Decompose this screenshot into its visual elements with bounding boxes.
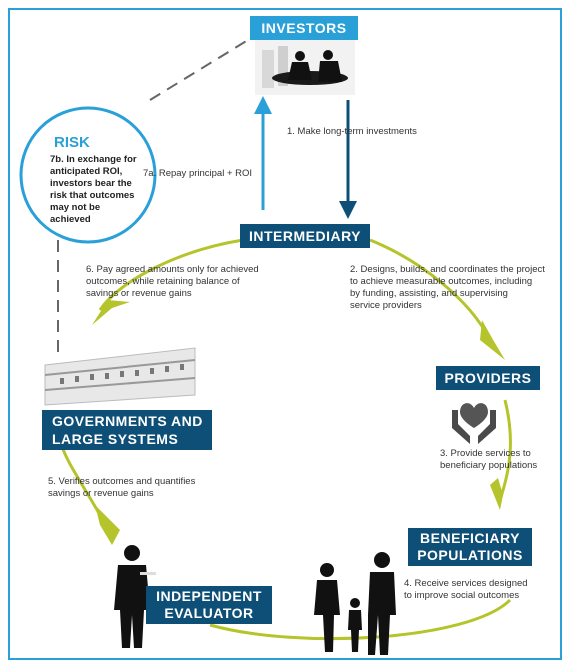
step-2-line: by funding, assisting, and supervising [350,288,508,299]
step-4-line: 4. Receive services designed [404,578,528,589]
step-6-line: outcomes, while retaining balance of [86,276,240,287]
node-governments: GOVERNMENTS AND LARGE SYSTEMS [42,410,212,450]
step-5: 5. Verifies outcomes and quantifies savi… [48,476,228,500]
step-3: 3. Provide services to beneficiary popul… [440,448,550,472]
node-providers: PROVIDERS [436,366,540,390]
node-governments-line1: GOVERNMENTS AND [52,413,203,429]
node-beneficiary-line1: BENEFICIARY [420,530,520,546]
node-investors-label: INVESTORS [261,20,347,36]
step-6-line: 6. Pay agreed amounts only for achieved [86,264,259,275]
step-5-line: savings or revenue gains [48,488,154,499]
step-6: 6. Pay agreed amounts only for achieved … [86,264,276,300]
step-4: 4. Receive services designed to improve … [404,578,544,602]
step-3-line: 3. Provide services to [440,448,531,459]
step-6-line: savings or revenue gains [86,288,192,299]
node-providers-label: PROVIDERS [444,370,532,386]
heart-hands-icon [452,403,496,444]
risk-circle [19,106,157,244]
risk-line: 7b. In exchange for [50,154,137,165]
node-evaluator-line2: EVALUATOR [164,605,254,621]
cycle-arrowheads [92,300,505,545]
risk-line: investors bear the [50,178,132,189]
step-2: 2. Designs, builds, and coordinates the … [350,264,550,312]
building-icon [44,347,196,406]
diagram-frame [8,8,562,660]
step-4-line: to improve social outcomes [404,590,520,601]
risk-line: risk that outcomes [50,190,135,201]
node-governments-line2: LARGE SYSTEMS [52,431,179,447]
node-intermediary-label: INTERMEDIARY [248,228,362,244]
risk-line: may not be achieved [50,202,101,225]
arrow-to-beneficiary [490,478,503,510]
step-2-line: 2. Designs, builds, and coordinates the … [350,264,545,275]
risk-line: anticipated ROI, [50,166,123,177]
step-7a: 7a. Repay principal + ROI [143,168,253,179]
node-beneficiary: BENEFICIARY POPULATIONS [408,528,532,566]
step-2-line: to achieve measurable outcomes, includin… [350,276,533,287]
risk-dashed-top [149,39,249,101]
meeting-photo-icon [255,40,355,95]
family-silhouette-icon [314,552,396,655]
node-beneficiary-line2: POPULATIONS [417,547,523,563]
node-evaluator: INDEPENDENT EVALUATOR [146,586,272,624]
step-5-line: 5. Verifies outcomes and quantifies [48,476,196,487]
businessman-silhouette-icon [114,545,156,648]
step-1: 1. Make long-term investments [287,126,417,137]
node-intermediary: INTERMEDIARY [240,224,370,248]
arrow-to-governments-from-evaluator [95,505,120,545]
step-3-line: beneficiary populations [440,460,538,471]
arrow-to-governments [92,300,130,325]
risk-title: RISK [54,134,90,151]
node-evaluator-line1: INDEPENDENT [156,588,262,604]
node-investors: INVESTORS [250,16,358,40]
risk-description: 7b. In exchange for anticipated ROI, inv… [50,154,140,226]
step-2-line: service providers [350,300,422,311]
arrow-to-providers [480,320,505,360]
